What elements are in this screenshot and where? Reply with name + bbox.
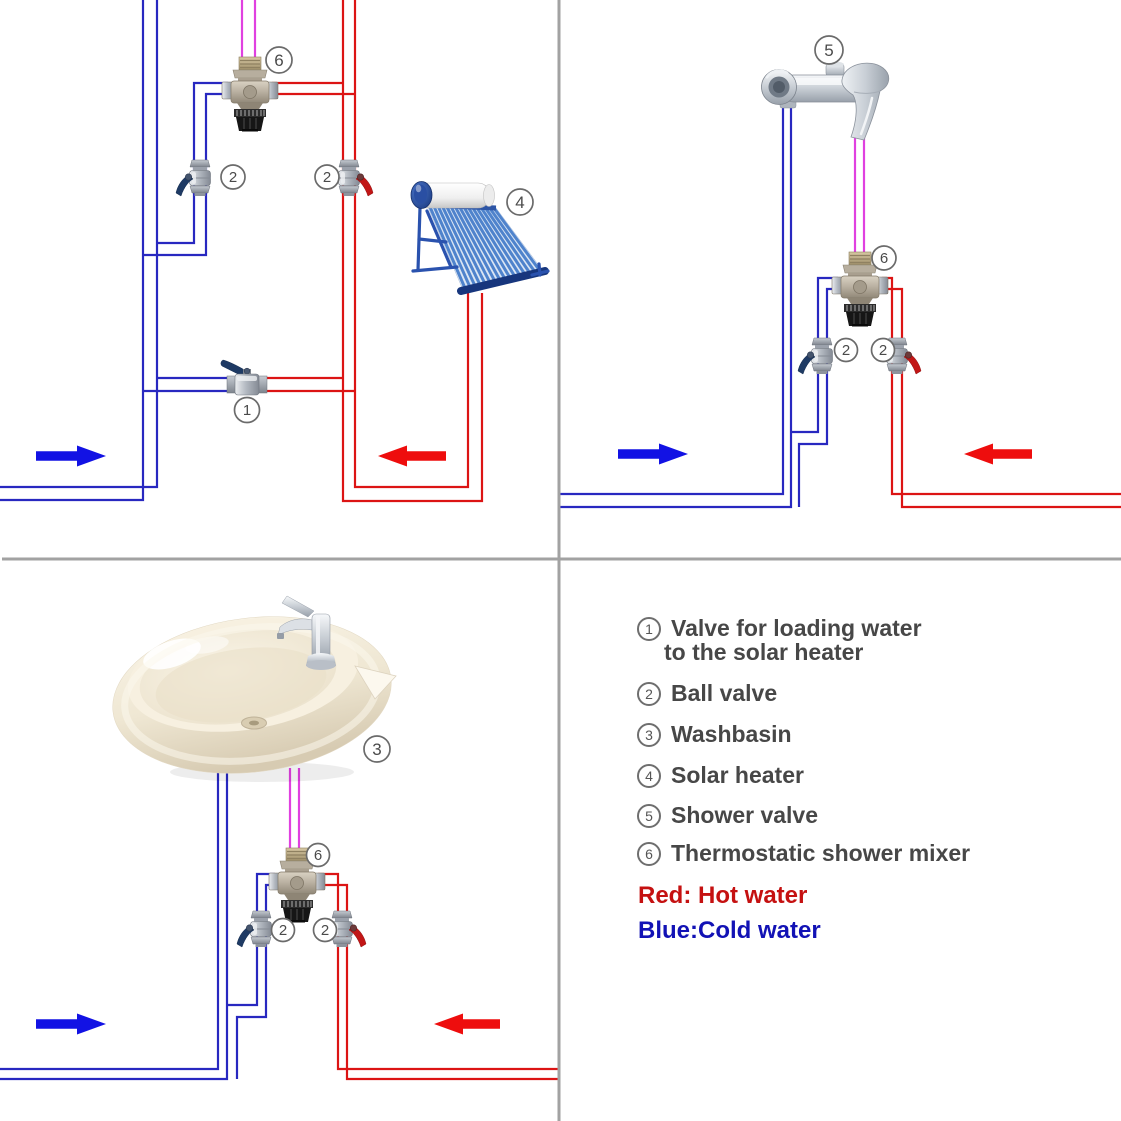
- callout-3: 3: [363, 735, 391, 763]
- legend-cold-key: Blue:: [638, 917, 698, 944]
- ball-valve-cold: [175, 159, 211, 197]
- callout-6: 6: [871, 245, 897, 271]
- svg-text:1: 1: [243, 402, 251, 419]
- pipe-cold-water: [0, 0, 145, 502]
- svg-text:3: 3: [372, 740, 381, 759]
- legend-item-label-line2: to the solar heater: [664, 639, 864, 665]
- pipe-cold-water: [143, 92, 228, 257]
- pipe-hot-water: [341, 0, 484, 503]
- svg-text:6: 6: [880, 250, 888, 267]
- pipe-cold-water: [0, 757, 229, 1081]
- pipe-hot-water: [318, 872, 560, 1071]
- legend-item-number: 5: [637, 804, 661, 828]
- svg-text:2: 2: [323, 169, 331, 186]
- pipe-cold-water: [560, 100, 793, 509]
- pipe-hot-water: [353, 0, 470, 489]
- legend-item-label: Ball valve: [671, 680, 778, 706]
- callout-2: 2: [220, 164, 246, 190]
- ball-valve-hot: [338, 159, 374, 197]
- pipe-cold-water: [0, 757, 220, 1071]
- legend-cold-water: Blue:Cold water: [638, 917, 821, 945]
- pipe-hot-water: [882, 287, 1121, 509]
- legend-item-label: Valve for loading water: [671, 615, 922, 641]
- flow-arrow-cold-right-icon: [618, 443, 688, 465]
- callout-1: 1: [233, 396, 261, 424]
- legend-hot-value: Hot water: [698, 882, 808, 909]
- pipe-cold-water: [0, 0, 159, 489]
- legend-hot-key: Red:: [638, 882, 692, 909]
- solar-heater: [410, 181, 550, 295]
- svg-text:2: 2: [279, 922, 287, 939]
- thermostatic-mixer: [831, 251, 889, 327]
- callout-2: 2: [314, 164, 340, 190]
- svg-text:4: 4: [515, 193, 524, 212]
- callout-2: 2: [833, 337, 859, 363]
- shower-valve: [761, 61, 890, 141]
- ball-valve-cold: [797, 337, 833, 375]
- callout-2: 2: [270, 917, 296, 943]
- callout-6: 6: [305, 842, 331, 868]
- ball-valve-cold: [236, 910, 272, 948]
- legend-item-2: 2 Ball valve: [637, 678, 777, 708]
- svg-text:5: 5: [824, 41, 833, 60]
- legend-item-number: 2: [637, 682, 661, 706]
- callout-2: 2: [870, 337, 896, 363]
- flow-arrow-hot-left-icon: [378, 445, 446, 467]
- legend-item-label: Solar heater: [671, 762, 804, 788]
- legend-item-label: Washbasin: [671, 721, 792, 747]
- legend-item-6: 6 Thermostatic shower mixer: [637, 838, 970, 868]
- pipe-hot-water: [882, 276, 1121, 496]
- svg-text:2: 2: [229, 169, 237, 186]
- legend-item-number: 4: [637, 764, 661, 788]
- flow-arrow-cold-right-icon: [36, 1013, 106, 1035]
- washbasin: [112, 595, 397, 782]
- thermostatic-mixer: [268, 847, 326, 923]
- loading-valve: [220, 359, 268, 396]
- legend-item-label: Shower valve: [671, 802, 819, 828]
- legend-item-3: 3 Washbasin: [637, 719, 792, 749]
- svg-text:6: 6: [314, 847, 322, 864]
- legend-hot-water: Red:Hot water: [638, 882, 807, 910]
- svg-text:2: 2: [879, 342, 887, 359]
- svg-text:6: 6: [274, 51, 283, 70]
- svg-text:2: 2: [842, 342, 850, 359]
- thermostatic-mixer: [221, 56, 279, 132]
- callout-2: 2: [312, 917, 338, 943]
- legend-item-number: 6: [637, 842, 661, 866]
- legend-item-4: 4 Solar heater: [637, 760, 804, 790]
- legend-cold-value: Cold water: [698, 917, 821, 944]
- legend-item-1: 1 Valve for loading water: [637, 613, 922, 643]
- legend-item-label: Thermostatic shower mixer: [671, 840, 971, 866]
- pipe-cold-water: [560, 100, 785, 496]
- legend-item-number: 1: [637, 617, 661, 641]
- flow-arrow-hot-left-icon: [434, 1013, 500, 1035]
- callout-5: 5: [814, 35, 844, 65]
- callout-4: 4: [506, 188, 534, 216]
- legend-item-5: 5 Shower valve: [637, 800, 818, 830]
- legend-item-number: 3: [637, 723, 661, 747]
- svg-text:2: 2: [321, 922, 329, 939]
- flow-arrow-hot-left-icon: [964, 443, 1032, 465]
- flow-arrow-cold-right-icon: [36, 445, 106, 467]
- callout-6: 6: [265, 46, 293, 74]
- pipe-hot-water: [318, 883, 560, 1081]
- pipe-cold-water: [797, 287, 838, 507]
